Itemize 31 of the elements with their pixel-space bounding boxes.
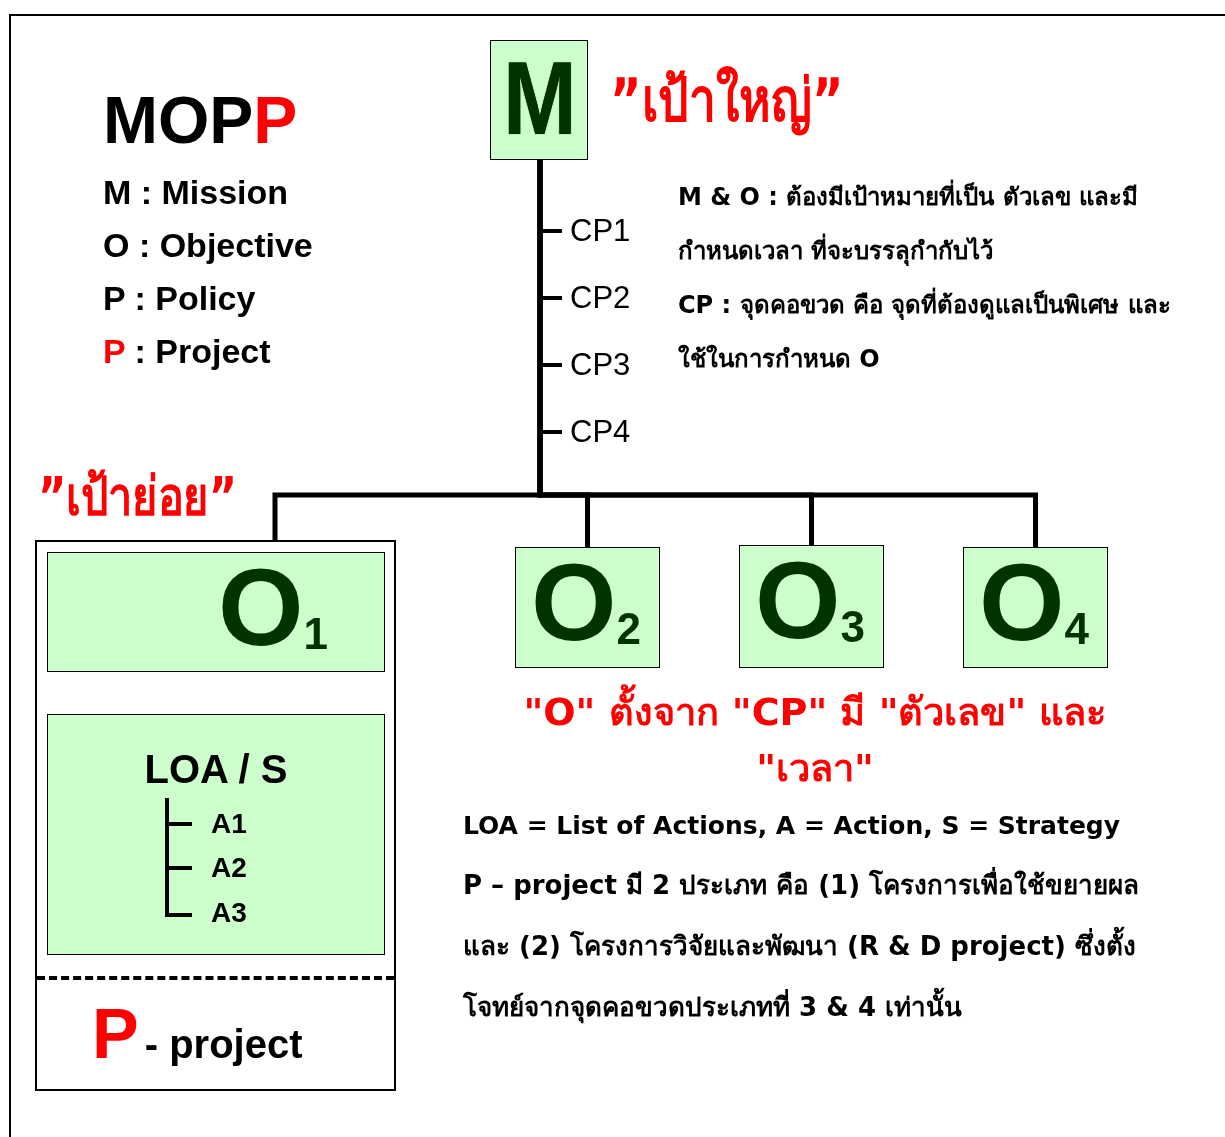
- definition-text: P : Project: [103, 331, 271, 372]
- mission-box: [490, 40, 588, 160]
- highlight-text: "O" ตั้งจาก "CP" มี "ตัวเลข" และ "เวลา": [500, 684, 1130, 796]
- note-text: M & O : ต้องมีเป้าหมายที่เป็น ตัวเลข และมีกำหนดเวลา ที่จะบรรลุกำกับไว้: [678, 170, 1178, 278]
- objective-panel: [35, 540, 396, 1091]
- objective-box: [515, 547, 660, 668]
- objective-box: [739, 545, 884, 668]
- heading-text: ”เป้าใหญ่”: [610, 64, 844, 138]
- action-label: A1: [211, 807, 247, 841]
- checkpoint-label: CP1: [570, 212, 631, 250]
- definition-text: M : Mission: [103, 172, 289, 213]
- heading-text: ”เป้าย่อย”: [38, 464, 238, 530]
- project-label: - project: [144, 1021, 303, 1068]
- note-text: P – project มี 2 ประเภท คือ (1) โครงการเพื่อใช้ขยายผล และ (2) โครงการวิจัยและพัฒนา (R & D project) ซึ่งตั้งโจทย์จากจุดคอขวดประเภทที่ 3 & 4 เท่านั้น: [463, 855, 1153, 1038]
- action-label: A3: [211, 896, 247, 930]
- definition-text: O : Objective: [103, 225, 313, 266]
- note-text: CP : จุดคอขวด คือ จุดที่ต้องดูแลเป็นพิเศษ และใช้ในการกำหนด O: [678, 278, 1178, 386]
- definition-text: P : Policy: [103, 278, 256, 319]
- objective-box: [47, 552, 385, 672]
- note-text: LOA = List of Actions, A = Action, S = Strategy: [463, 810, 1121, 842]
- action-list-box: [47, 714, 385, 955]
- action-label: A2: [211, 851, 247, 885]
- checkpoint-label: CP3: [570, 346, 631, 384]
- checkpoint-label: CP4: [570, 413, 631, 451]
- list-heading: LOA / S: [143, 746, 289, 793]
- connector-line: [537, 160, 1038, 547]
- objective-box: [963, 547, 1108, 668]
- title-text: MOPP: [103, 82, 298, 159]
- checkpoint-label: CP2: [570, 279, 631, 317]
- letter-label: P: [92, 994, 139, 1074]
- letter-label: M: [502, 43, 576, 153]
